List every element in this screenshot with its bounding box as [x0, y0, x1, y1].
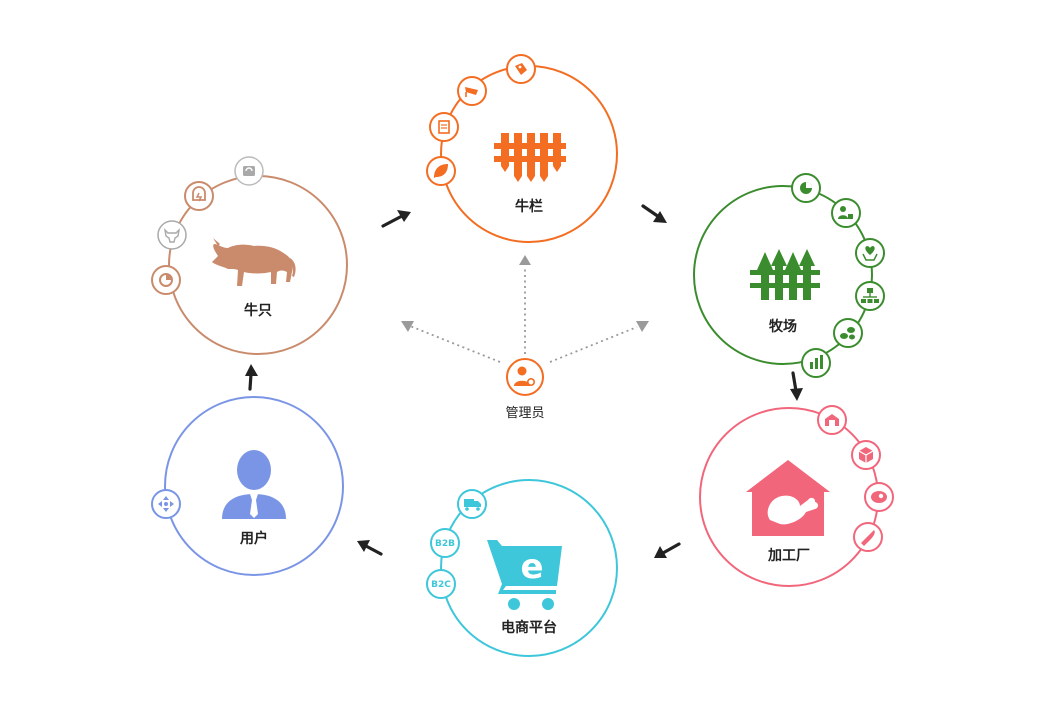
- power-icon[interactable]: [185, 182, 213, 210]
- admin-link-ranch-arrowhead: [636, 321, 649, 332]
- b2b-badge-text: B2B: [435, 539, 455, 549]
- flow-arrow-factory-to-ecommerce: [654, 544, 679, 558]
- flow-arrow-ranch-to-factory: [790, 373, 803, 401]
- shopping-cart-icon: e: [487, 540, 562, 610]
- admin-link-pen-arrowhead: [519, 255, 531, 265]
- node-pen-label: 牛栏: [515, 198, 543, 215]
- node-user[interactable]: 用户: [152, 397, 343, 575]
- node-ecommerce-label: 电商平台: [501, 619, 557, 636]
- knife-icon[interactable]: [854, 523, 882, 551]
- bull-icon: [212, 238, 296, 286]
- cctv-camera-icon[interactable]: [458, 77, 486, 105]
- node-factory[interactable]: 加工厂: [700, 406, 893, 586]
- scale-icon[interactable]: [235, 157, 263, 185]
- admin-links: [401, 255, 649, 362]
- leaf-icon[interactable]: [427, 157, 455, 185]
- node-ranch[interactable]: 牧场: [694, 174, 884, 377]
- node-ecommerce[interactable]: e 电商平台 B2B B2C: [427, 480, 617, 656]
- b2b-badge[interactable]: B2B: [431, 529, 459, 557]
- org-chart-icon[interactable]: [856, 282, 884, 310]
- fence-icon: [494, 133, 566, 182]
- delivery-truck-icon[interactable]: [458, 490, 486, 518]
- node-admin[interactable]: 管理员: [505, 359, 544, 421]
- tag-icon[interactable]: [507, 55, 535, 83]
- move-arrows-icon[interactable]: [152, 490, 180, 518]
- notebook-icon[interactable]: [430, 113, 458, 141]
- admin-link-ranch: [550, 327, 637, 362]
- node-pen[interactable]: 牛栏: [427, 55, 617, 242]
- ranch-fence-icon: [750, 249, 820, 300]
- herd-icon[interactable]: [832, 199, 860, 227]
- user-person-icon: [222, 450, 286, 519]
- factory-house-icon: [746, 460, 830, 536]
- flow-arrow-user-to-cattle: [245, 364, 258, 389]
- feed-pellets-icon[interactable]: [834, 319, 862, 347]
- cow-head-icon[interactable]: [158, 221, 186, 249]
- pie-chart-icon[interactable]: [792, 174, 820, 202]
- hand-heart-icon[interactable]: [856, 239, 884, 267]
- flow-arrow-pen-to-ranch: [643, 206, 667, 223]
- node-admin-ring: [507, 359, 543, 395]
- node-cattle-label: 牛只: [244, 302, 272, 319]
- flow-arrow-ecommerce-to-user: [357, 540, 381, 554]
- meat-steak-icon[interactable]: [865, 483, 893, 511]
- pie-chart-icon[interactable]: [152, 266, 180, 294]
- box-icon[interactable]: [852, 441, 880, 469]
- svg-text:e: e: [520, 547, 543, 587]
- node-user-label: 用户: [240, 530, 268, 547]
- flow-arrow-cattle-to-pen: [383, 210, 411, 226]
- warehouse-icon[interactable]: [818, 406, 846, 434]
- b2c-badge[interactable]: B2C: [427, 570, 455, 598]
- bar-chart-icon[interactable]: [802, 349, 830, 377]
- node-factory-label: 加工厂: [767, 548, 810, 564]
- node-ranch-label: 牧场: [769, 318, 797, 335]
- admin-link-cattle: [410, 326, 500, 362]
- node-admin-label: 管理员: [505, 406, 544, 421]
- b2c-badge-text: B2C: [431, 580, 451, 590]
- node-cattle[interactable]: 牛只: [152, 157, 347, 354]
